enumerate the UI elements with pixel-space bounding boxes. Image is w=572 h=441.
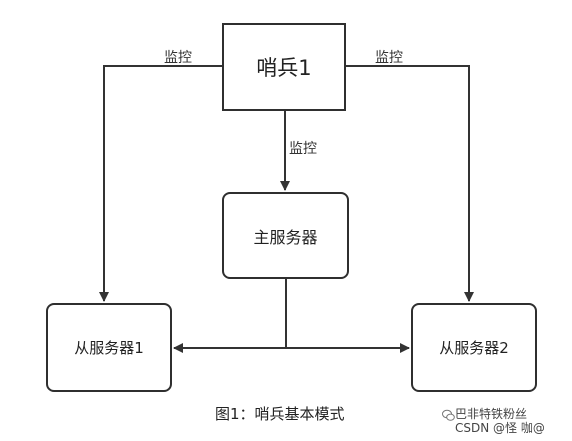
slave-server-1-label: 从服务器1 — [74, 339, 144, 357]
watermark-line-2: CSDN @怪 咖@ — [455, 421, 545, 435]
master-server-label: 主服务器 — [253, 227, 318, 247]
edge-sentinel-to-slave1 — [99, 65, 222, 302]
wechat-icon — [442, 409, 455, 421]
figure-caption: 图1：哨兵基本模式 — [215, 405, 345, 423]
sentinel-node: 哨兵1 — [222, 23, 346, 111]
slave-server-1-node: 从服务器1 — [46, 303, 172, 392]
watermark: 巴非特铁粉丝 CSDN @怪 咖@ — [455, 407, 545, 435]
monitor-label-right: 监控 — [375, 50, 403, 66]
master-server-node: 主服务器 — [222, 192, 349, 279]
slave-server-2-node: 从服务器2 — [411, 303, 537, 392]
slave-server-2-label: 从服务器2 — [439, 339, 509, 357]
watermark-line-1: 巴非特铁粉丝 — [455, 407, 528, 421]
monitor-label-left: 监控 — [164, 50, 192, 66]
sentinel-label: 哨兵1 — [256, 56, 312, 80]
monitor-label-middle: 监控 — [289, 141, 317, 157]
edge-sentinel-to-slave2 — [346, 65, 474, 302]
